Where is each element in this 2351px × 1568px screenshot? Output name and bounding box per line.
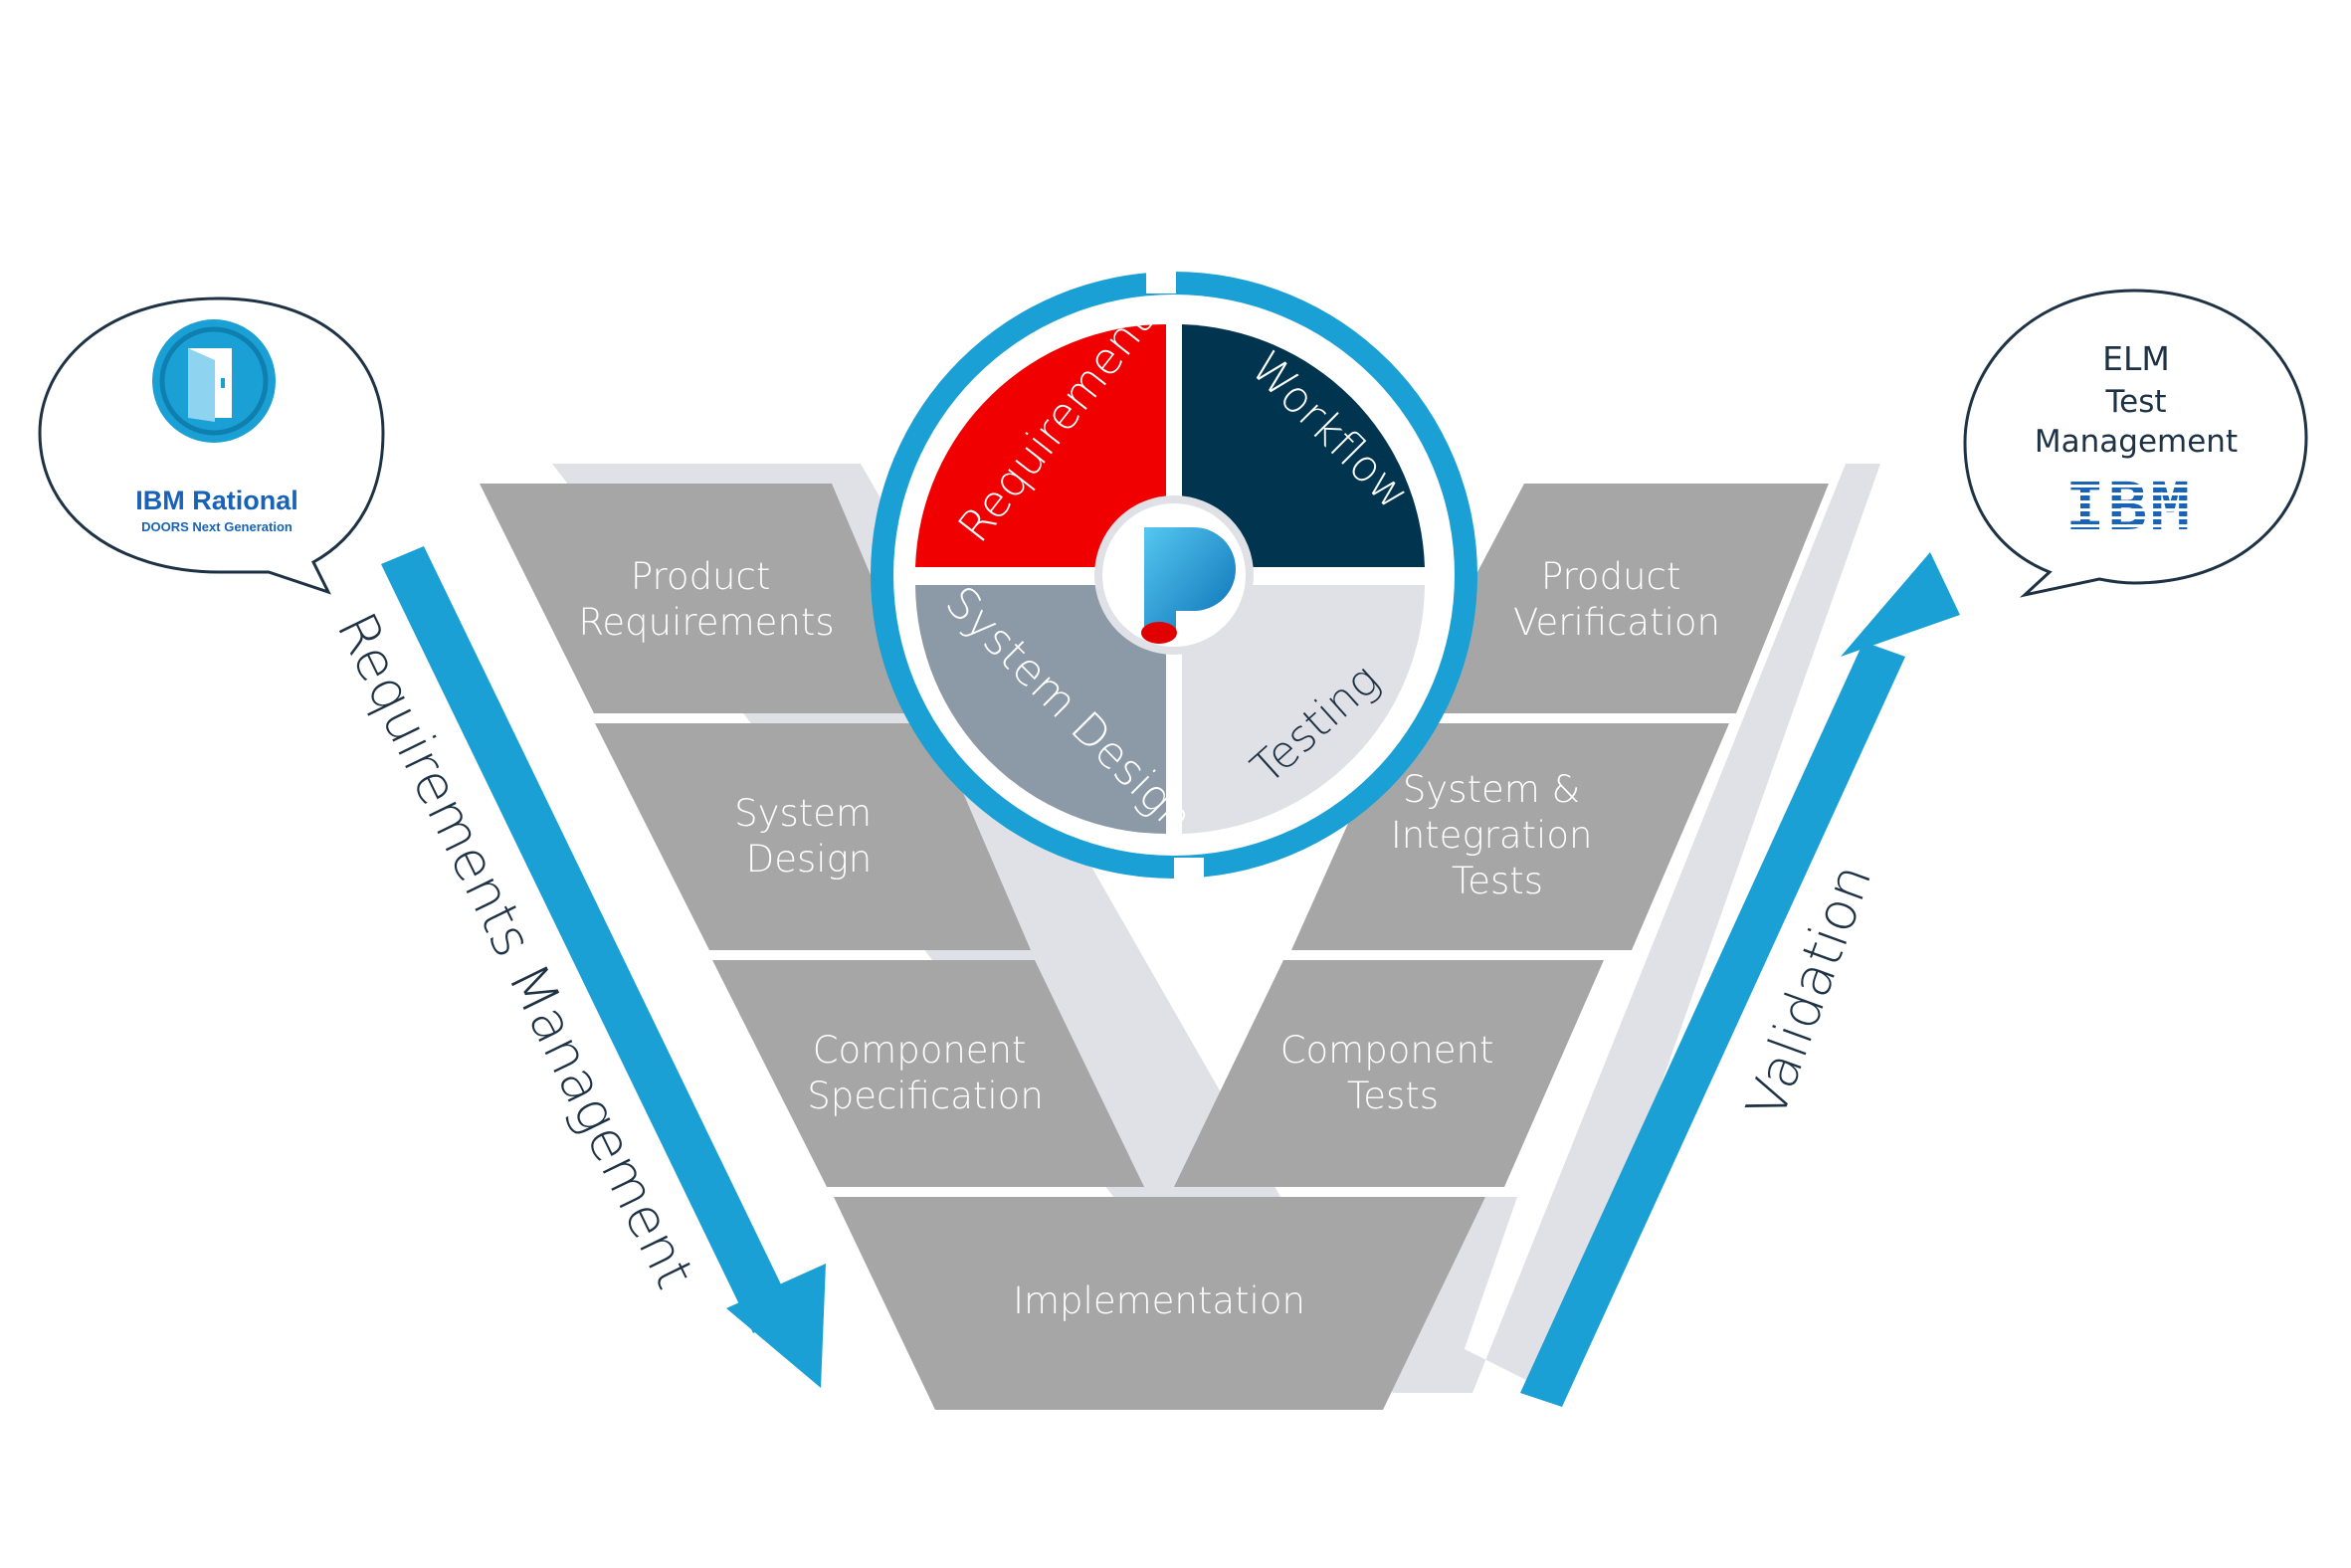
ibm-rational-badge: IBM Rational DOORS Next Generation bbox=[38, 296, 385, 595]
product-requirements-box bbox=[480, 484, 929, 713]
ibm-logo: IBM bbox=[2065, 469, 2193, 545]
system-integration-tests-label: System & Integration Tests bbox=[1391, 768, 1604, 902]
left-arm: Product Requirements System Design Compo… bbox=[480, 484, 1144, 1187]
badge-title: IBM Rational bbox=[135, 486, 298, 515]
badge-subtitle: DOORS Next Generation bbox=[141, 519, 293, 534]
product-verification-label: Product Verification bbox=[1513, 555, 1720, 644]
component-tests-label: Component Tests bbox=[1280, 1029, 1506, 1117]
product-verification-box bbox=[1403, 484, 1829, 713]
elm-line1: ELM bbox=[2102, 339, 2170, 378]
requirement-segment bbox=[915, 323, 1166, 567]
process-wheel: Requirement Workflow System Design Testi… bbox=[871, 254, 1477, 897]
system-design-segment bbox=[915, 585, 1166, 834]
right-arm: Product Verification System & Integratio… bbox=[1174, 484, 1829, 1187]
component-specification-label: Component Specification bbox=[807, 1029, 1044, 1117]
system-design-box bbox=[595, 723, 1031, 950]
testing-segment bbox=[1182, 585, 1425, 834]
implementation-box bbox=[834, 1197, 1485, 1410]
p-logo-icon bbox=[1141, 527, 1236, 644]
implementation-label: Implementation bbox=[1013, 1279, 1305, 1322]
system-integration-tests-box bbox=[1291, 723, 1729, 950]
door-icon bbox=[152, 319, 276, 443]
elm-test-management-badge: ELM Test Management IBM bbox=[1963, 289, 2308, 598]
workflow-segment bbox=[1182, 324, 1425, 567]
component-specification-box bbox=[712, 960, 1144, 1187]
product-requirements-label: Product Requirements bbox=[578, 555, 834, 644]
elm-line3: Management bbox=[2035, 424, 2238, 460]
elm-line2: Test bbox=[2104, 384, 2166, 420]
system-design-label: System Design bbox=[734, 792, 883, 881]
ibm-logo-stripes bbox=[2050, 485, 2209, 527]
component-tests-box bbox=[1174, 960, 1604, 1187]
